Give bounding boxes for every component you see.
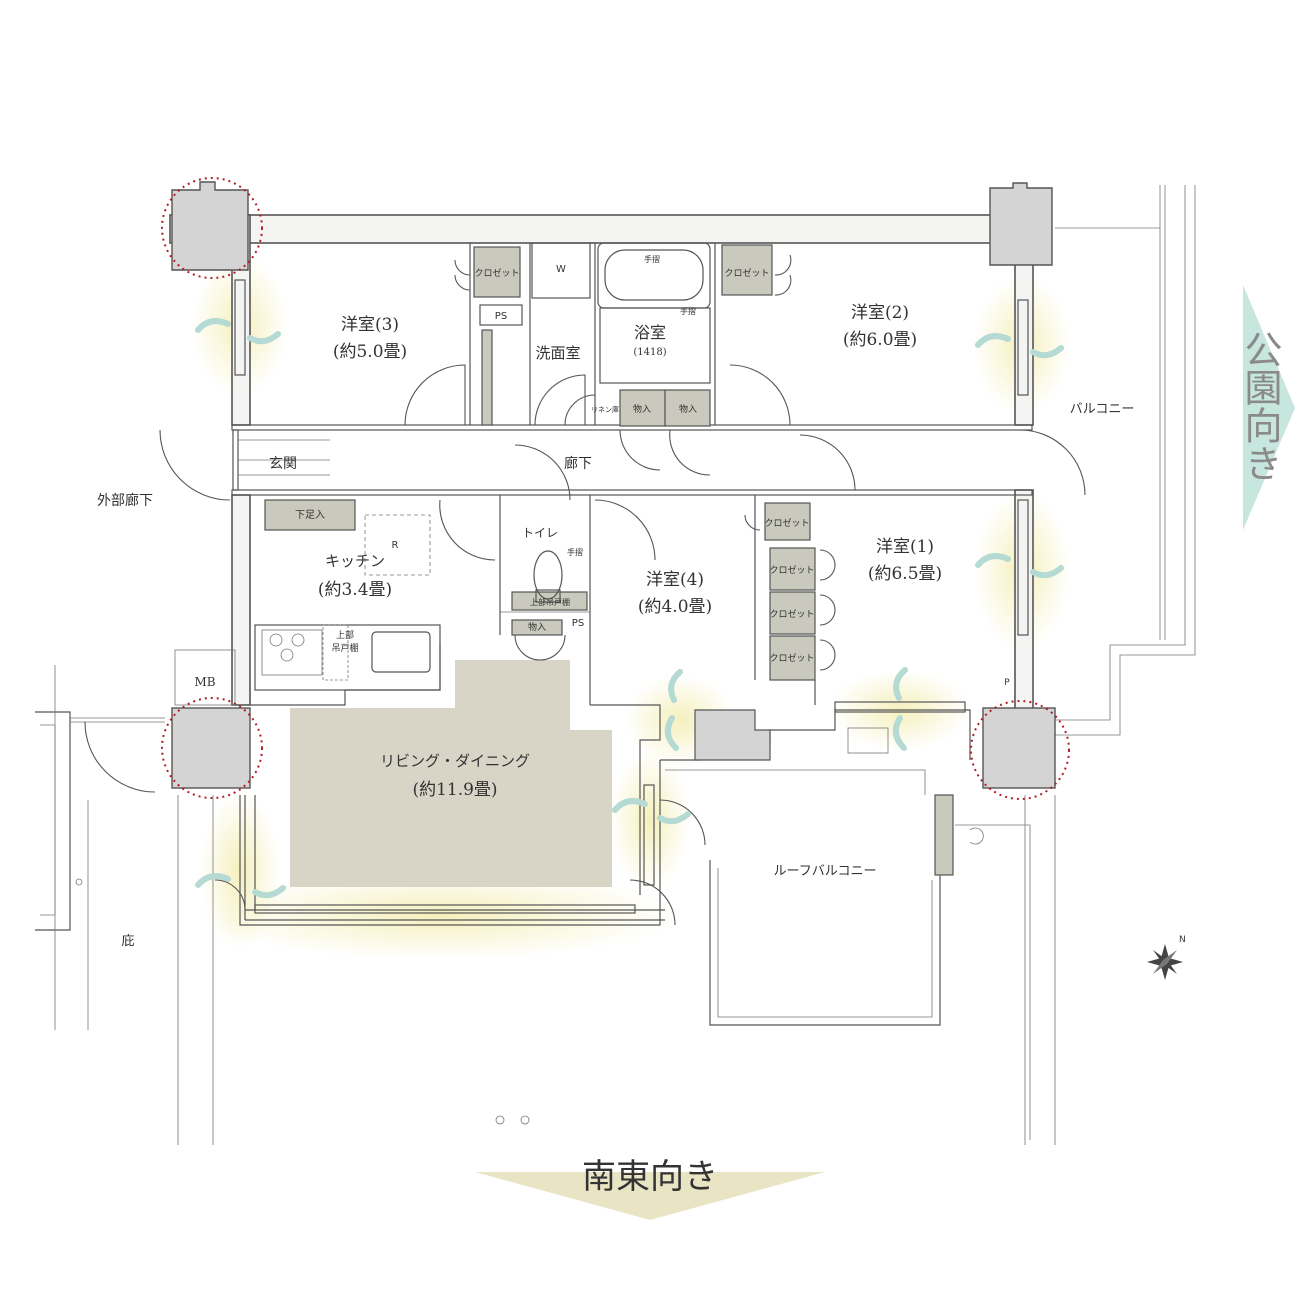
balcony-label: バルコニー <box>1070 402 1135 417</box>
storage-label: 物入 <box>679 403 697 415</box>
closet-label: クロゼット <box>769 608 814 620</box>
closet-label: クロゼット <box>474 267 519 279</box>
closet-label: クロゼット <box>724 267 769 279</box>
park-label: 公園向き <box>1238 330 1282 482</box>
room-western2-size: (約6.0畳) <box>843 330 917 350</box>
closet-label: クロゼット <box>769 564 814 576</box>
cabinet-label: 吊戸棚 <box>331 642 358 654</box>
shoe-storage-label: 下足入 <box>295 509 325 521</box>
handrail-label: 手摺 <box>644 254 660 264</box>
room-kitchen-name: キッチン <box>325 552 385 570</box>
park-label-text: 公園向き <box>1238 330 1282 482</box>
washer-label: W <box>556 264 566 275</box>
eaves-label: 庇 <box>121 934 134 949</box>
window-glows <box>192 255 1070 960</box>
room-bath-size: (1418) <box>633 347 666 358</box>
room-living-name: リビング・ダイニング <box>380 752 530 770</box>
room-western1-size: (約6.5畳) <box>868 564 942 584</box>
column-markers <box>161 177 1070 800</box>
structural-columns <box>171 181 1056 789</box>
doors <box>159 254 1086 926</box>
room-living-size: (約11.9畳) <box>412 780 497 800</box>
windows <box>232 279 1029 914</box>
ps-label: PS <box>572 618 584 629</box>
storage-label: 物入 <box>528 621 546 633</box>
room-kitchen-size: (約3.4畳) <box>318 580 392 600</box>
closet-label: クロゼット <box>764 517 809 529</box>
room-western2-name: 洋室(2) <box>851 303 909 323</box>
south-east-arrow <box>475 1172 825 1220</box>
compass-icon: N <box>1147 935 1186 980</box>
roof-balcony-label: ルーフバルコニー <box>774 864 877 879</box>
room-toilet-name: トイレ <box>522 526 558 540</box>
ps-label: PS <box>495 311 507 322</box>
site-lines <box>35 185 1196 1145</box>
fixtures <box>254 242 711 691</box>
room-labels: 洋室(3) (約5.0畳) 洋室(2) (約6.0畳) 洋室(1) (約6.5畳… <box>269 303 942 800</box>
room-western1-name: 洋室(1) <box>876 537 934 557</box>
room-hallway-name: 廊下 <box>564 455 592 472</box>
room-western4-size: (約4.0畳) <box>638 597 712 617</box>
room-bath-name: 浴室 <box>634 323 666 342</box>
room-entrance-name: 玄関 <box>269 455 297 472</box>
room-washroom-name: 洗面室 <box>535 344 580 362</box>
closet-label: クロゼット <box>769 652 814 664</box>
living-dining-floor <box>290 660 612 887</box>
storage-label: 物入 <box>633 403 651 415</box>
fridge-label: R <box>392 540 399 551</box>
fixture-labels: クロゼット クロゼット クロゼット クロゼット クロゼット クロゼット 物入 物… <box>194 254 1010 689</box>
park-arrow <box>1243 285 1295 530</box>
south-east-label: 南東向き <box>582 1157 718 1197</box>
room-western4-name: 洋室(4) <box>646 570 704 590</box>
room-western3-size: (約5.0畳) <box>333 342 407 362</box>
linen-label: リネン庫 <box>591 405 619 414</box>
closets <box>264 244 816 681</box>
upper-cabinet-label: 上部吊戸棚 <box>530 597 570 607</box>
roof-balcony-outline <box>660 709 1031 1140</box>
p-label: P <box>1004 678 1010 688</box>
handrail-label: 手摺 <box>680 306 696 316</box>
room-western3-name: 洋室(3) <box>341 315 399 335</box>
compass-north-label: N <box>1179 935 1186 945</box>
mb-label: MB <box>194 675 215 689</box>
corridor-label: 外部廊下 <box>97 492 153 509</box>
outside-labels: 外部廊下 バルコニー ルーフバルコニー 庇 <box>97 402 1134 949</box>
airflow-marks <box>195 318 1064 899</box>
handrail-label: 手摺 <box>567 547 583 557</box>
upper-label: 上部 <box>336 629 354 641</box>
